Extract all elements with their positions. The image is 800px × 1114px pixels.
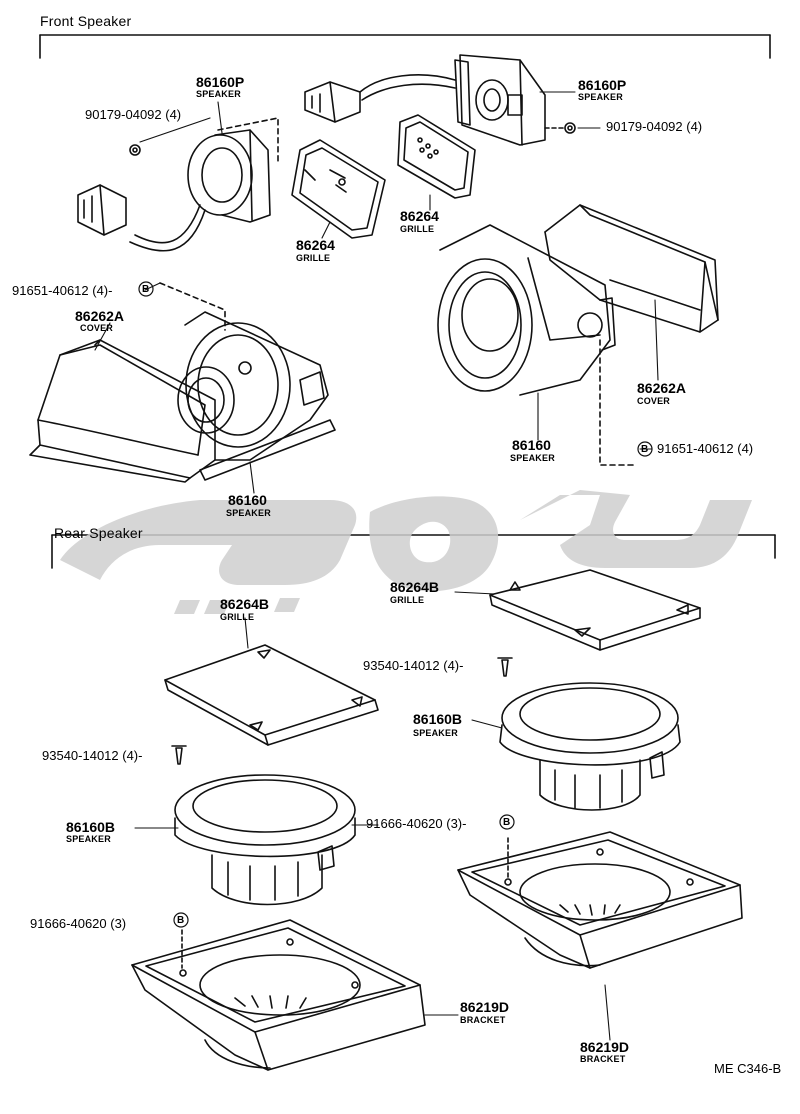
part-number-front-right-speaker: 86160: [512, 437, 551, 453]
part-name-rear-right-speaker: SPEAKER: [413, 728, 458, 738]
part-number-front-left-screw: 91651-40612 (4)-: [12, 283, 113, 298]
rear-right-bracket-drawing: [457, 831, 743, 969]
part-number-rear-right-screw: 93540-14012 (4)-: [363, 658, 464, 673]
part-number-front-right-grille: 86264: [400, 208, 439, 224]
part-number-front-right-screw: 91651-40612 (4): [657, 441, 754, 456]
part-number-rear-left-speaker: 86160B: [66, 819, 116, 835]
part-number-rear-left-grille: 86264B: [220, 596, 270, 612]
part-number-rear-right-grille: 86264B: [390, 579, 440, 595]
marker-circles: [138, 281, 653, 928]
part-number-front-left-tweeter: 86160P: [196, 74, 245, 90]
part-name-front-left-cover: COVER: [80, 323, 114, 333]
rear-section-title: Rear Speaker: [54, 525, 143, 541]
rear-right-grille-drawing: [489, 569, 701, 651]
rear-left-speaker-drawing: [174, 774, 356, 906]
front-right-speaker-cover-drawing: [437, 204, 719, 466]
watermark-logo: [60, 490, 752, 614]
front-left-speaker-cover-drawing: [29, 282, 336, 483]
marker-rear-right-bolt: B: [503, 817, 511, 828]
part-name-front-right-tweeter: SPEAKER: [578, 92, 623, 102]
rear-left-bracket-drawing: [131, 919, 426, 1071]
marker-front-right-screw: B: [641, 444, 649, 455]
part-number-rear-right-bracket: 86219D: [580, 1039, 630, 1055]
part-name-front-left-speaker: SPEAKER: [226, 508, 271, 518]
rear-right-speaker-drawing: [499, 682, 681, 811]
part-number-rear-right-bolt: 91666-40620 (3)-: [366, 816, 467, 831]
part-number-front-left-cover: 86262A: [75, 308, 125, 324]
part-number-rear-left-bracket: 86219D: [460, 999, 510, 1015]
front-right-grille-drawing: [397, 114, 476, 199]
part-name-front-left-grille: GRILLE: [296, 253, 331, 263]
drawing-code: ME C346-B: [714, 1061, 782, 1076]
part-number-rear-left-bolt: 91666-40620 (3): [30, 916, 127, 931]
part-name-rear-left-speaker: SPEAKER: [66, 834, 111, 844]
part-number-front-left-nut: 90179-04092 (4): [85, 107, 182, 122]
part-name-rear-left-grille: GRILLE: [220, 612, 255, 622]
front-left-grille-drawing: [291, 139, 386, 239]
leader-lines: [94, 91, 659, 1041]
front-section-title: Front Speaker: [40, 13, 132, 29]
part-number-rear-left-screw: 93540-14012 (4)-: [42, 748, 143, 763]
part-number-rear-right-speaker: 86160B: [413, 711, 463, 727]
part-name-front-left-tweeter: SPEAKER: [196, 89, 241, 99]
part-number-front-right-tweeter: 86160P: [578, 77, 627, 93]
part-name-front-right-cover: COVER: [637, 396, 671, 406]
marker-rear-left-bolt: B: [177, 915, 185, 926]
rear-left-grille-drawing: [164, 644, 379, 746]
part-name-rear-left-bracket: BRACKET: [460, 1015, 506, 1025]
rear-screw-drawings: [171, 657, 513, 765]
part-number-front-left-speaker: 86160: [228, 492, 267, 508]
front-section-frame: [39, 34, 771, 59]
part-name-rear-right-grille: GRILLE: [390, 595, 425, 605]
part-name-front-right-speaker: SPEAKER: [510, 453, 555, 463]
part-number-front-left-grille: 86264: [296, 237, 335, 253]
part-number-front-right-cover: 86262A: [637, 380, 687, 396]
part-name-rear-right-bracket: BRACKET: [580, 1054, 626, 1064]
front-right-tweeter-drawing: [304, 54, 576, 146]
part-name-front-right-grille: GRILLE: [400, 224, 435, 234]
front-left-tweeter-drawing: [77, 117, 279, 252]
part-number-front-right-nut: 90179-04092 (4): [606, 119, 703, 134]
marker-front-left-screw: B: [142, 284, 150, 295]
